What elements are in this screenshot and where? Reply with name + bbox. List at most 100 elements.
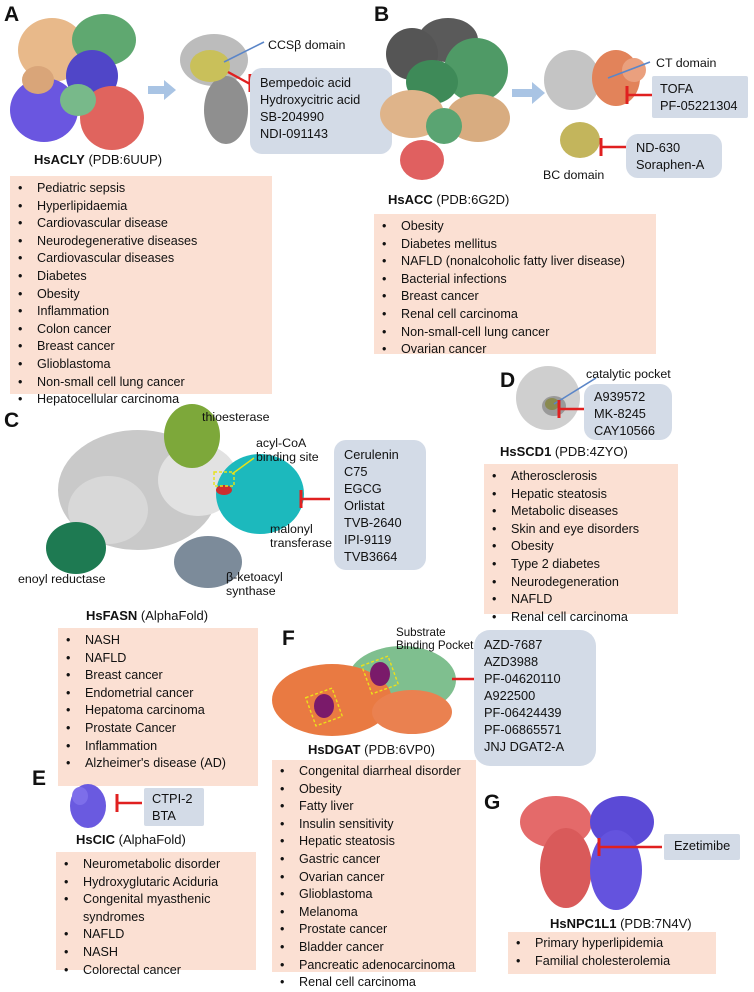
scd1-drug: MK-8245 [594,406,646,421]
dgat-drug: JNJ DGAT2-A [484,739,565,754]
acly-disease-item: Inflammation [18,303,266,321]
scd1-disease-list: Atherosclerosis Hepatic steatosis Metabo… [484,464,678,626]
scd1-protein-name: HsSCD1 [500,444,552,459]
fasn-acyl-label: acyl-CoA binding site [256,436,319,465]
acc-disease-item: Bacterial infections [382,271,650,289]
acly-pdb: (PDB:6UUP) [88,152,163,167]
acc-structure-image [380,18,510,180]
scd1-disease-item: Hepatic steatosis [492,486,672,504]
cic-disease-item: Hydroxyglutaric Aciduria [64,874,250,892]
panel-letter-e: E [32,767,47,790]
cic-disease-item: NAFLD [64,926,250,944]
cic-protein-name: HsCIC [76,832,116,847]
acly-disease-list: Pediatric sepsis Hyperlipidaemia Cardiov… [10,176,272,408]
panel-letter-c: C [4,409,20,432]
scd1-pocket-pointer [553,377,597,405]
fasn-disease-item: Prostate Cancer [66,720,252,738]
scd1-disease-item: Type 2 diabetes [492,556,672,574]
acly-disease-item: Hyperlipidaemia [18,198,266,216]
acc-ct-drug: PF-05221304 [660,98,738,113]
dgat-drug: PF-06865571 [484,722,562,737]
npc1l1-disease-item: Primary hyperlipidemia [516,935,710,953]
dgat-drug: AZD3988 [484,654,539,669]
panel-letter-a: A [4,3,20,26]
acc-disease-item: Ovarian cancer [382,341,650,359]
acly-disease-item: Cardiovascular diseases [18,250,266,268]
dgat-drug: AZD-7687 [484,637,543,652]
npc1l1-disease-item: Familial cholesterolemia [516,953,710,971]
fasn-disease-item: NASH [66,632,252,650]
fasn-drug: Orlistat [344,498,385,513]
fasn-caption: HsFASN (AlphaFold) [86,608,208,623]
dgat-disease-item: Hepatic steatosis [280,833,470,851]
fasn-protein-name: HsFASN [86,608,138,623]
panel-letter-g: G [484,791,501,814]
scd1-disease-item: Skin and eye disorders [492,521,672,539]
dgat-drug-box: AZD-7687 AZD3988 PF-04620110 A922500 PF-… [474,630,596,766]
dgat-disease-list: Congenital diarrheal disorder Obesity Fa… [272,760,476,991]
scd1-pdb: (PDB:4ZYO) [554,444,628,459]
dgat-structure-image [272,646,456,736]
fasn-malonyl-label: malonyl transferase [270,522,332,551]
cic-structure-image [70,784,106,828]
acc-pdb: (PDB:6G2D) [436,192,510,207]
fasn-drug: Cerulenin [344,447,399,462]
fasn-enoyl-label: enoyl reductase [18,572,106,586]
dgat-disease-item: Gastric cancer [280,851,470,869]
scd1-disease-item: Atherosclerosis [492,468,672,486]
cic-disease-item: Congenital myasthenic syndromes [64,891,250,926]
cic-source: (AlphaFold) [118,832,186,847]
acly-drug-box: Bempedoic acid Hydroxycitric acid SB-204… [250,68,392,154]
fasn-disease-item: Breast cancer [66,667,252,685]
fasn-disease-item: NAFLD [66,650,252,668]
dgat-pocket-label: Substrate Binding Pocket [396,626,474,653]
scd1-disease-item: Renal cell carcinoma [492,609,672,627]
fasn-disease-list: NASH NAFLD Breast cancer Endometrial can… [58,628,258,786]
fasn-drug-box: Cerulenin C75 EGCG Orlistat TVB-2640 IPI… [334,440,426,570]
scd1-disease-item: Neurodegeneration [492,574,672,592]
acc-ct-drug-box: TOFA PF-05221304 [652,76,748,118]
fasn-drug: IPI-9119 [344,532,392,547]
acc-bc-label: BC domain [543,168,605,182]
acly-domain-pointer [223,41,265,63]
acly-disease-item: Colon cancer [18,321,266,339]
fasn-acyl-pointer [213,457,255,487]
acc-bc-drug: Soraphen-A [636,157,705,172]
npc1l1-pdb: (PDB:7N4V) [620,916,692,931]
acc-ct-drug: TOFA [660,81,694,96]
acc-disease-item: Renal cell carcinoma [382,306,650,324]
acc-caption: HsACC (PDB:6G2D) [388,192,509,207]
acc-arrow [512,82,545,104]
npc1l1-structure-image [520,796,654,910]
scd1-pocket-label: catalytic pocket [586,367,671,381]
scd1-caption: HsSCD1 (PDB:4ZYO) [500,444,628,459]
dgat-drug: PF-06424439 [484,705,562,720]
acly-disease-item: Breast cancer [18,338,266,356]
acc-ct-pointer [607,61,651,79]
npc1l1-drug: Ezetimibe [674,838,731,853]
fasn-drug: TVB-2640 [344,515,402,530]
fasn-inhibition-mark [299,490,330,508]
fasn-thioesterase-label: thioesterase [202,410,270,424]
dgat-disease-item: Glioblastoma [280,886,470,904]
acly-structure-image [10,14,144,150]
fasn-drug: EGCG [344,481,382,496]
scd1-drug-box: A939572 MK-8245 CAY10566 [584,384,672,440]
acly-disease-item: Glioblastoma [18,356,266,374]
fasn-disease-item: Hepatoma carcinoma [66,702,252,720]
scd1-disease-item: Obesity [492,538,672,556]
fasn-ketoacyl-label: β-ketoacyl synthase [226,570,283,599]
dgat-disease-item: Pancreatic adenocarcinoma [280,957,470,975]
acc-ct-label: CT domain [656,56,717,70]
dgat-disease-item: Prostate cancer [280,921,470,939]
fasn-disease-item: Alzheimer's disease (AD) [66,755,252,773]
dgat-disease-item: Fatty liver [280,798,470,816]
acly-drug: SB-204990 [260,109,325,124]
fasn-structure-image [46,404,304,588]
cic-disease-item: Colorectal cancer [64,962,250,980]
acc-bc-inhibition-mark [599,138,626,156]
fasn-source: (AlphaFold) [140,608,209,623]
panel-letter-b: B [374,3,390,26]
cic-drug-box: CTPI-2 BTA [144,788,204,826]
acc-disease-item: NAFLD (nonalcoholic fatty liver disease) [382,253,650,271]
